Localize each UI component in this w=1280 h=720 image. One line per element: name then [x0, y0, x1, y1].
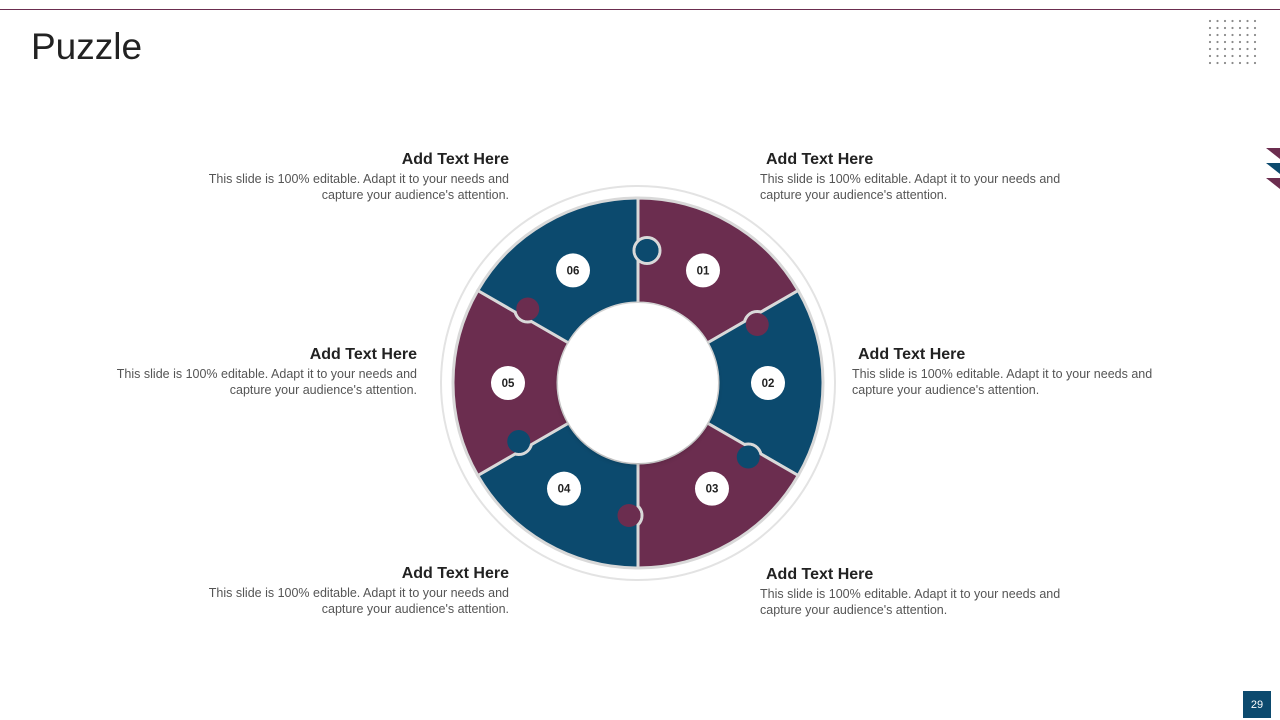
text-block-03: Add Text Here This slide is 100% editabl… — [760, 566, 1090, 618]
text-body: This slide is 100% editable. Adapt it to… — [852, 367, 1153, 397]
number-badge-01: 01 — [686, 253, 720, 288]
text-heading: Add Text Here — [309, 346, 417, 363]
text-body: This slide is 100% editable. Adapt it to… — [116, 367, 417, 397]
text-block-05: Add Text Here This slide is 100% editabl… — [87, 346, 417, 398]
text-block-01: Add Text Here This slide is 100% editabl… — [760, 151, 1090, 203]
number-badge-05: 05 — [491, 366, 525, 400]
text-block-06: Add Text Here This slide is 100% editabl… — [179, 151, 509, 203]
badge-number: 06 — [567, 265, 580, 277]
text-body: This slide is 100% editable. Adapt it to… — [760, 587, 1061, 617]
number-badge-02: 02 — [751, 366, 785, 400]
text-body: This slide is 100% editable. Adapt it to… — [208, 172, 509, 202]
badge-number: 03 — [706, 484, 719, 496]
puzzle-knob-fill-04 — [507, 429, 531, 453]
text-heading: Add Text Here — [401, 565, 509, 582]
page-title: Puzzle — [31, 26, 143, 67]
badge-number: 01 — [697, 265, 710, 277]
text-body: This slide is 100% editable. Adapt it to… — [208, 586, 509, 616]
badge-number: 05 — [502, 378, 515, 390]
puzzle-knob-fill-01 — [745, 313, 769, 337]
text-body: This slide is 100% editable. Adapt it to… — [760, 172, 1061, 202]
badge-circle — [556, 253, 590, 288]
text-block-04: Add Text Here This slide is 100% editabl… — [179, 565, 509, 617]
puzzle-knob-fill-02 — [736, 445, 760, 469]
text-heading: Add Text Here — [858, 346, 966, 363]
top-border-line — [0, 9, 1280, 10]
badge-circle — [686, 253, 720, 288]
puzzle-knob-fill-05 — [516, 297, 540, 321]
badge-number: 02 — [762, 378, 775, 390]
text-heading: Add Text Here — [766, 151, 874, 168]
text-heading: Add Text Here — [766, 566, 874, 583]
page-number-badge: 29 — [1243, 691, 1271, 718]
badge-circle — [547, 471, 582, 506]
inner-hole — [558, 303, 718, 463]
text-block-02: Add Text Here This slide is 100% editabl… — [852, 346, 1182, 398]
number-badge-06: 06 — [556, 253, 590, 288]
number-badge-04: 04 — [547, 471, 582, 506]
corner-triangles-decoration — [1266, 148, 1280, 189]
badge-circle — [491, 366, 525, 400]
badge-number: 04 — [558, 484, 571, 496]
badge-circle — [751, 366, 785, 400]
text-heading: Add Text Here — [401, 151, 509, 168]
badge-circle — [694, 471, 729, 506]
dot-grid-decoration — [1208, 19, 1257, 65]
puzzle-knob-fill-03 — [617, 504, 641, 527]
number-badge-03: 03 — [694, 471, 729, 506]
puzzle-knob-fill-06 — [635, 239, 659, 262]
